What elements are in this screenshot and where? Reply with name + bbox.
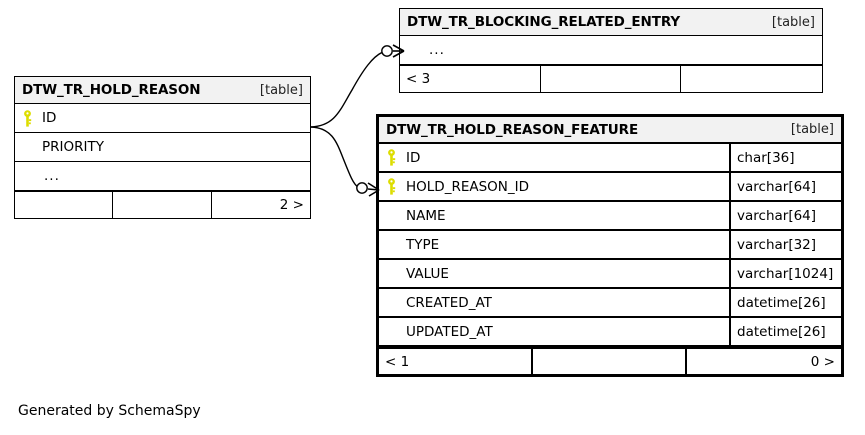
table-footer: 2 > [15, 191, 310, 218]
table-footer: < 1 0 > [379, 347, 841, 374]
table-row[interactable]: ... [400, 36, 822, 65]
column-type: varchar[1024] [729, 260, 841, 287]
column-name: ID [42, 110, 57, 126]
column-name: UPDATED_AT [406, 323, 493, 340]
table-row[interactable]: CREATED_AT datetime[26] [379, 289, 841, 318]
er-table-hold_reason_feature[interactable]: DTW_TR_HOLD_REASON_FEATURE [table] ID cha… [376, 114, 844, 377]
table-kind-label: [table] [771, 14, 815, 30]
column-name: ... [44, 168, 60, 184]
column-type: varchar[32] [729, 231, 841, 258]
table-row[interactable]: HOLD_REASON_ID varchar[64] [379, 173, 841, 202]
table-header[interactable]: DTW_TR_HOLD_REASON [table] [15, 77, 310, 104]
footer-cell[interactable]: 2 > [279, 197, 304, 213]
footer-cell[interactable] [533, 349, 687, 374]
footer-cell[interactable] [15, 192, 114, 218]
column-name: ID [406, 149, 421, 166]
table-header[interactable]: DTW_TR_BLOCKING_RELATED_ENTRY [table] [400, 9, 822, 36]
er-table-hold_reason[interactable]: DTW_TR_HOLD_REASON [table] ID PRIORITY...… [14, 76, 311, 219]
relationship-hold-reason-to-hold-reason-feature [310, 126, 380, 197]
table-row[interactable]: ID char[36] [379, 144, 841, 173]
table-row[interactable]: ... [15, 162, 310, 191]
table-footer: < 3 [400, 65, 822, 92]
primary-key-icon [24, 109, 32, 127]
table-kind-label: [table] [790, 122, 834, 137]
column-type: varchar[64] [729, 202, 841, 229]
er-table-blocking_related_entry[interactable]: DTW_TR_BLOCKING_RELATED_ENTRY [table] ..… [399, 8, 823, 93]
table-row[interactable]: ID [15, 104, 310, 133]
footer-cell[interactable]: < 3 [400, 66, 541, 92]
footer-cell[interactable] [681, 66, 822, 92]
column-type: datetime[26] [729, 318, 841, 345]
primary-key-cell [15, 109, 40, 127]
footer-cell[interactable] [113, 192, 212, 218]
column-name: CREATED_AT [406, 294, 492, 311]
primary-key-icon [388, 178, 396, 195]
table-title: DTW_TR_HOLD_REASON_FEATURE [386, 121, 639, 138]
footer-cell[interactable]: 0 > [810, 353, 835, 370]
table-row[interactable]: UPDATED_AT datetime[26] [379, 318, 841, 347]
table-title: DTW_TR_BLOCKING_RELATED_ENTRY [407, 14, 681, 30]
column-type: char[36] [729, 144, 841, 171]
column-name: TYPE [406, 236, 440, 253]
generated-by-caption: Generated by SchemaSpy [18, 403, 201, 419]
primary-key-icon [388, 149, 396, 166]
footer-cell[interactable] [541, 66, 682, 92]
table-kind-label: [table] [259, 82, 303, 98]
footer-cell[interactable]: < 1 [379, 349, 533, 374]
table-row[interactable]: VALUE varchar[1024] [379, 260, 841, 289]
column-name: NAME [406, 207, 446, 224]
column-name: ... [429, 42, 445, 58]
column-type: datetime[26] [729, 289, 841, 316]
primary-key-cell [379, 178, 404, 195]
table-row[interactable]: NAME varchar[64] [379, 202, 841, 231]
primary-key-cell [379, 149, 404, 166]
table-row[interactable]: PRIORITY [15, 133, 310, 162]
column-type: varchar[64] [729, 173, 841, 200]
table-title: DTW_TR_HOLD_REASON [22, 82, 201, 98]
table-row[interactable]: TYPE varchar[32] [379, 231, 841, 260]
table-header[interactable]: DTW_TR_HOLD_REASON_FEATURE [table] [379, 117, 841, 144]
column-name: VALUE [406, 265, 449, 282]
column-name: HOLD_REASON_ID [406, 178, 530, 195]
column-name: PRIORITY [42, 139, 104, 155]
